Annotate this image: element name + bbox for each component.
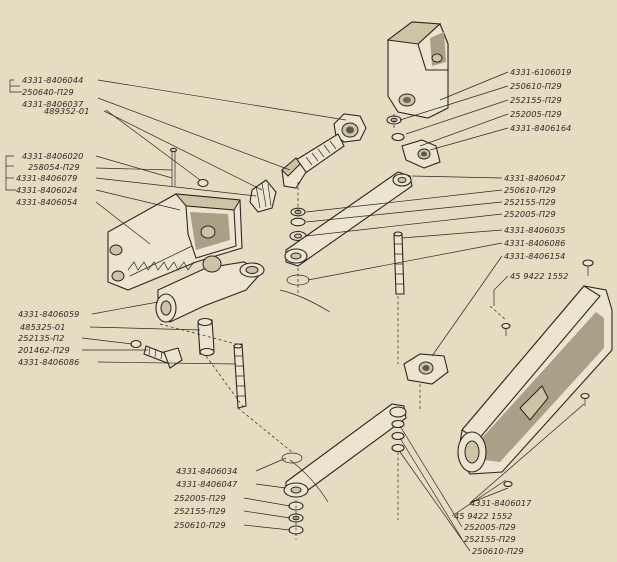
- callout-label: 250610-П29: [472, 546, 524, 556]
- callout-label: 252155-П29: [510, 95, 562, 105]
- callout-labels: 4331-8406044 250640-П29 4331-8406037 489…: [16, 67, 571, 556]
- vertical-pin-left-part: [233, 343, 247, 409]
- callout-label: 4331-8406044: [22, 75, 83, 85]
- long-clamp-arm-part: [457, 285, 613, 475]
- callout-label: 45 9422 1552: [510, 271, 569, 281]
- hex-nut-part: [333, 113, 367, 143]
- callout-label: 252135-П2: [18, 333, 64, 343]
- pin-part: [169, 147, 178, 186]
- callout-label: 485325-01: [20, 322, 66, 332]
- lower-cylinder-part: [155, 255, 265, 323]
- rocker-block-part: [403, 353, 449, 385]
- callout-label: 4331-8406086: [504, 238, 565, 248]
- leader-lines: [5, 71, 585, 552]
- vertical-pin-right-part: [393, 231, 405, 295]
- callout-label: 201462-П29: [18, 345, 70, 355]
- callout-label: 252005-П29: [504, 209, 556, 219]
- small-screws-part: [501, 259, 594, 488]
- callout-label: 250610-П29: [510, 81, 562, 91]
- callout-label: 4331-8406037: [22, 99, 84, 109]
- callout-label: 4331-8406035: [504, 225, 565, 235]
- callout-label: 4331-8406024: [16, 185, 77, 195]
- callout-label: 4331-8406086: [18, 357, 79, 367]
- lower-right-washers-part: [391, 419, 405, 453]
- callout-label: 489352-01: [44, 106, 90, 116]
- cotter-pin-part: [279, 274, 331, 313]
- callout-label: 4331-8406079: [16, 173, 77, 183]
- callout-label: 258054-П29: [28, 162, 80, 172]
- callout-label: 4331-8406047: [176, 479, 238, 489]
- callout-label: 4331-8406047: [504, 173, 566, 183]
- callout-label: 4331-8406017: [470, 498, 532, 508]
- bracket-block-part: [386, 21, 449, 119]
- mid-washers-part: [289, 207, 307, 242]
- top-right-fasteners: [386, 115, 441, 169]
- callout-label: 252155-П29: [174, 506, 226, 516]
- callout-label: 4331-8406054: [16, 197, 77, 207]
- knob-part: [249, 179, 277, 213]
- callout-label: 4331-8406154: [504, 251, 565, 261]
- lower-spring-clip-part: [281, 452, 303, 464]
- callout-label: 252155-П29: [504, 197, 556, 207]
- bushing-part: [197, 317, 215, 357]
- main-housing-part: [107, 193, 243, 291]
- lower-lever-part: [283, 403, 407, 498]
- callout-label: 4331-6106019: [510, 67, 571, 77]
- callout-label: 250640-П29: [22, 87, 74, 97]
- callout-label: 252005-П29: [464, 522, 516, 532]
- lower-cotter-wire: [289, 459, 329, 503]
- small-bolt-part: [130, 339, 183, 369]
- callout-label: 252155-П29: [464, 534, 516, 544]
- bolt-part: [281, 133, 345, 189]
- callout-label: 250610-П29: [174, 520, 226, 530]
- callout-label: 252005-П29: [174, 493, 226, 503]
- callout-label: 45 9422 1552: [454, 511, 513, 521]
- callout-label: 4331-8406059: [18, 309, 79, 319]
- small-washer-part: [197, 178, 209, 188]
- callout-label: 250610-П29: [504, 185, 556, 195]
- callout-label: 4331-8406020: [22, 151, 83, 161]
- upper-lever-part: [284, 171, 413, 267]
- callout-label: 4331-8406164: [510, 123, 571, 133]
- callout-label: 4331-8406034: [176, 466, 237, 476]
- assembly-axes: [159, 112, 507, 540]
- callout-label: 252005-П29: [510, 109, 562, 119]
